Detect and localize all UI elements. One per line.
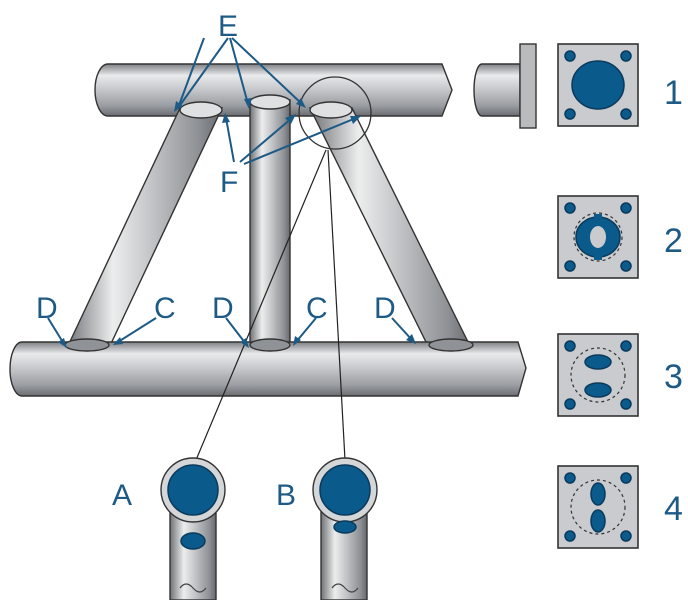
- label-C-left: C: [154, 292, 176, 325]
- top-chord: [94, 63, 453, 117]
- detail-A: [160, 457, 226, 600]
- plate-variant-4: [557, 465, 639, 549]
- variant-label-3: 3: [664, 358, 683, 396]
- variant-label-1: 1: [664, 74, 683, 112]
- variant-label-4: 4: [664, 490, 683, 528]
- detail-B: [312, 457, 378, 600]
- label-D-left: D: [36, 292, 58, 325]
- label-A: A: [112, 479, 132, 512]
- label-F: F: [220, 166, 238, 199]
- diagonal-left: [64, 101, 224, 351]
- label-E: E: [218, 10, 238, 43]
- label-C-right: C: [306, 292, 328, 325]
- end-connector: [473, 43, 537, 129]
- label-D-mid: D: [212, 292, 234, 325]
- plate-variant-3: [557, 333, 639, 417]
- arrows-F: [222, 113, 361, 165]
- plate-variant-2: [557, 195, 639, 279]
- plate-variant-1: [557, 43, 639, 127]
- variant-label-2: 2: [664, 222, 683, 260]
- bottom-chord: [9, 338, 527, 397]
- arrows-E: [174, 37, 306, 112]
- label-D-right: D: [374, 292, 396, 325]
- vertical-post: [249, 94, 291, 351]
- detail-callout: [195, 76, 372, 461]
- arrows-CD: [47, 317, 416, 348]
- label-B: B: [276, 479, 296, 512]
